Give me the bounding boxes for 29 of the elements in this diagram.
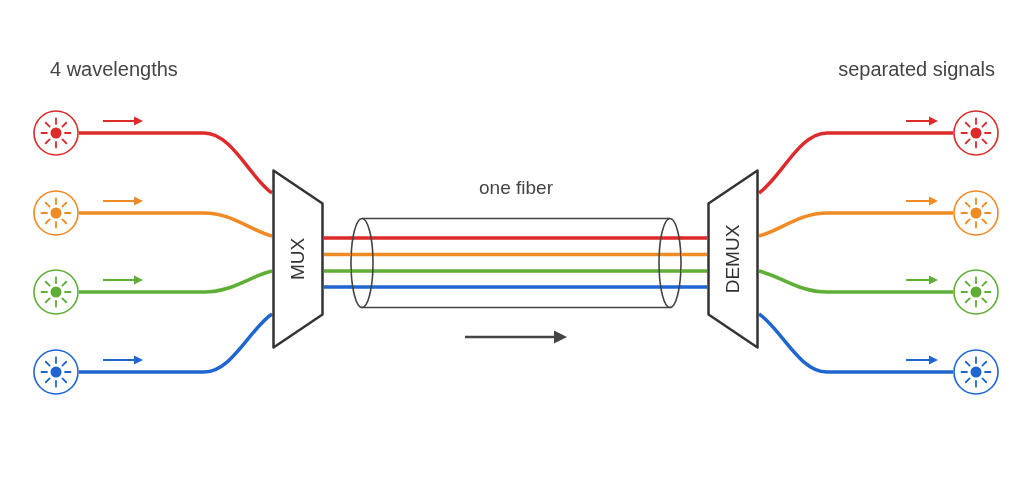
signal-line bbox=[681, 252, 707, 257]
sun-icon bbox=[953, 349, 999, 395]
column-heading: 4 wavelengths bbox=[50, 58, 178, 80]
signal-line bbox=[681, 269, 707, 273]
signal-line bbox=[681, 236, 707, 240]
sun-icon bbox=[33, 110, 79, 156]
signal-line bbox=[79, 269, 273, 294]
signal-line bbox=[757, 131, 953, 195]
signal-line bbox=[324, 269, 351, 273]
device-label: MUX bbox=[287, 237, 309, 281]
signal-line bbox=[758, 211, 953, 238]
signal-line bbox=[324, 252, 351, 257]
signal-line bbox=[79, 131, 274, 195]
fiber-label: one fiber bbox=[479, 177, 553, 199]
sun-icon bbox=[953, 110, 999, 156]
signal-line bbox=[79, 211, 273, 238]
signal-line bbox=[757, 312, 953, 374]
sun-icon bbox=[33, 269, 79, 315]
sun-icon bbox=[953, 269, 999, 315]
device-label: DEMUX bbox=[722, 224, 744, 294]
signal-line bbox=[681, 285, 707, 289]
column-heading: separated signals bbox=[838, 58, 995, 80]
sun-icon bbox=[953, 190, 999, 236]
signal-line bbox=[79, 312, 274, 374]
signal-line bbox=[758, 269, 953, 294]
sun-icon bbox=[33, 349, 79, 395]
signal-line bbox=[324, 285, 351, 289]
sun-icon bbox=[33, 190, 79, 236]
signal-line bbox=[324, 236, 351, 240]
